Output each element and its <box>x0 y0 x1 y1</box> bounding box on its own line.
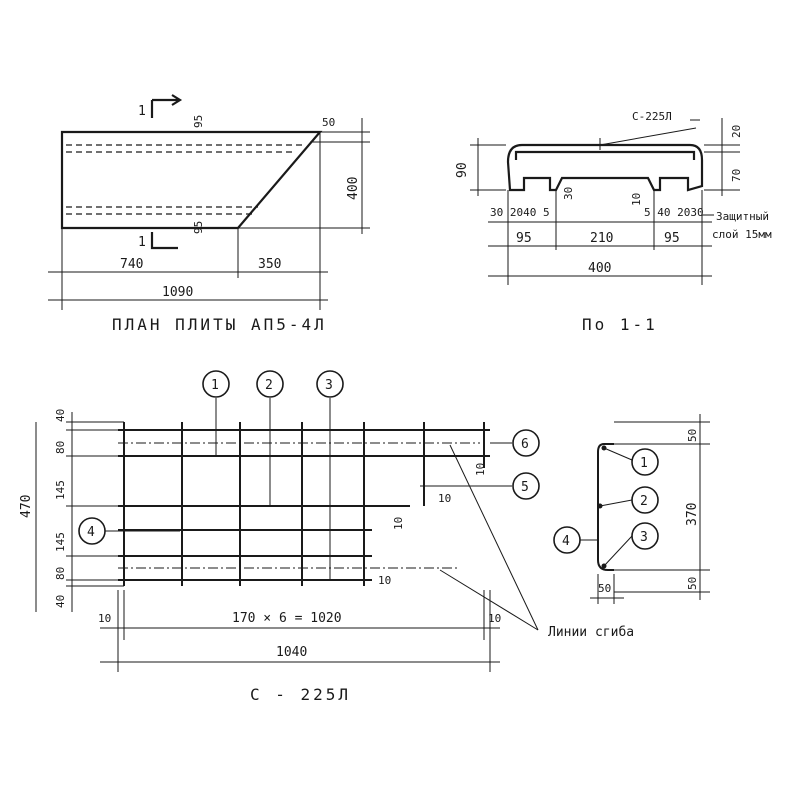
dim-spacing: 170 × 6 = 1020 <box>232 611 342 626</box>
dim-bottom-left: 30 2040 5 <box>490 206 550 219</box>
dim-350: 350 <box>258 257 281 272</box>
dim-left-145-bot: 145 <box>54 532 67 552</box>
dim-400: 400 <box>588 261 611 276</box>
cover-note-1: Защитный <box>716 210 769 223</box>
mesh-plan: 1 2 3 4 5 6 40 80 145 145 80 40 470 10 1… <box>19 370 634 704</box>
mark-2-circle <box>256 370 284 398</box>
dim-95-top: 95 <box>192 115 205 128</box>
dim-50-top: 50 <box>686 429 699 442</box>
section-mark-3-circle <box>631 522 659 550</box>
dim-95-left: 95 <box>516 231 532 246</box>
slab-plan: 1 1 95 95 50 400 740 350 1090 ПЛАН ПЛИТЫ… <box>48 94 370 334</box>
cover-note-2: слой 15мм <box>712 228 772 241</box>
mark-5: 5 <box>521 480 529 495</box>
dim-total-470: 470 <box>19 495 34 518</box>
mesh-title: С - 225Л <box>250 685 351 704</box>
dim-50-width: 50 <box>598 582 611 595</box>
dim-left-80-bot: 80 <box>54 567 67 580</box>
mark-5-circle <box>512 472 540 500</box>
section-arrow-top <box>150 94 183 118</box>
section-mark-top: 1 <box>138 104 146 119</box>
dim-90: 90 <box>455 162 470 178</box>
mark-1: 1 <box>211 378 219 393</box>
dim-30: 30 <box>562 187 575 200</box>
section-mark-1: 1 <box>640 456 648 471</box>
dim-20: 20 <box>730 125 743 138</box>
dim-10-b: 10 <box>438 492 451 505</box>
mark-3: 3 <box>325 378 333 393</box>
mark-1-circle <box>202 370 230 398</box>
dim-left-40-bot: 40 <box>54 595 67 608</box>
dim-70: 70 <box>730 169 743 182</box>
mesh-label: С-225Л <box>632 110 672 123</box>
mark-4: 4 <box>87 525 95 540</box>
dim-10-d: 10 <box>378 574 391 587</box>
dim-end-10-left: 10 <box>98 612 111 625</box>
mark-6-circle <box>512 429 540 457</box>
section-mark-bottom: 1 <box>138 235 146 250</box>
dim-total-1040: 1040 <box>276 645 307 660</box>
mark-2: 2 <box>265 378 273 393</box>
dim-50-bottom: 50 <box>686 577 699 590</box>
dim-95-bottom: 95 <box>192 221 205 234</box>
dim-bottom-right: 5 40 2030 <box>644 206 704 219</box>
bend-lines-label: Линии сгиба <box>548 625 634 640</box>
mark-4-circle <box>78 517 106 545</box>
dim-left-145-top: 145 <box>54 480 67 500</box>
mark-6: 6 <box>521 437 529 452</box>
section-mark-4: 4 <box>562 534 570 549</box>
dim-10: 10 <box>630 193 643 206</box>
plan-title: ПЛАН ПЛИТЫ АП5-4Л <box>112 315 327 334</box>
mesh-section: 1 2 3 4 50 370 50 50 <box>553 414 710 604</box>
section-1-1: С-225Л 90 20 70 30 10 30 2040 5 5 40 203… <box>455 110 772 334</box>
dim-left-80-top: 80 <box>54 441 67 454</box>
dim-10-a: 10 <box>474 463 487 476</box>
dim-left-40-top: 40 <box>54 409 67 422</box>
section-mark-3: 3 <box>640 530 648 545</box>
section-mark-2: 2 <box>640 494 648 509</box>
dim-400: 400 <box>346 177 361 200</box>
section-title: По 1-1 <box>582 315 658 334</box>
dim-50: 50 <box>322 116 335 129</box>
section-mark-2-circle <box>631 486 659 514</box>
dim-210: 210 <box>590 231 613 246</box>
section-mark-1-circle <box>631 448 659 476</box>
dim-1090: 1090 <box>162 285 193 300</box>
mark-3-circle <box>316 370 344 398</box>
dim-10-c: 10 <box>392 517 405 530</box>
dim-740: 740 <box>120 257 143 272</box>
dim-end-10-right: 10 <box>488 612 501 625</box>
dim-95-right: 95 <box>664 231 680 246</box>
section-mark-4-circle <box>553 526 581 554</box>
section-arrow-bottom <box>150 232 178 250</box>
dim-370: 370 <box>685 503 700 526</box>
